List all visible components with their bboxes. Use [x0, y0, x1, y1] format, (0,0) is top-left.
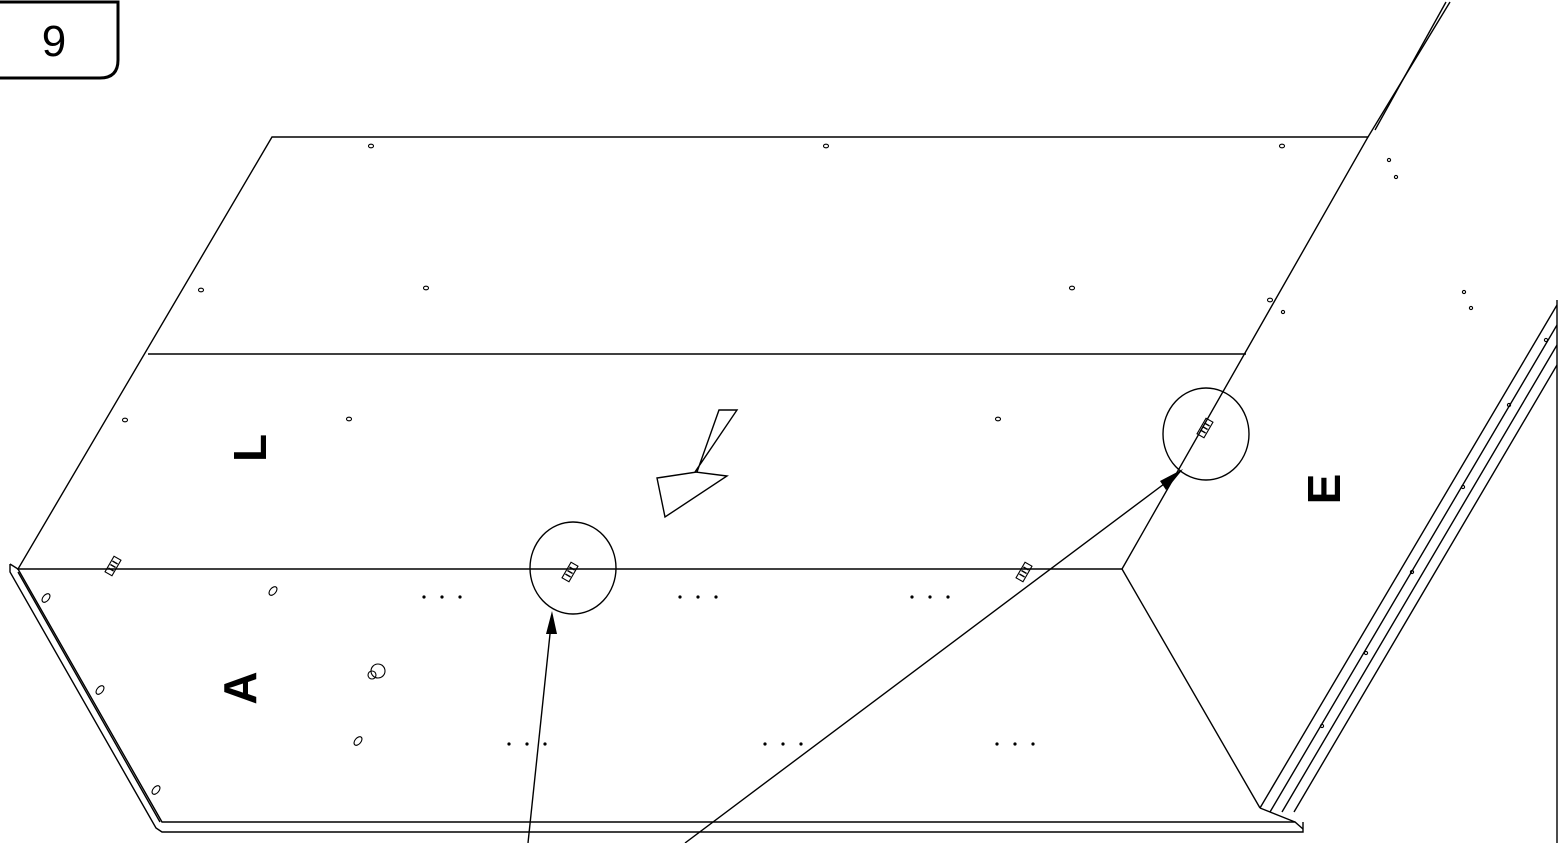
panel-e: [1121, 300, 1558, 843]
small-holes: [121, 143, 1549, 729]
cam-bolts: [104, 417, 1214, 583]
cam-bolt: [561, 561, 579, 583]
direction-arrow: [656, 409, 739, 519]
dowels: [41, 586, 386, 795]
cam-bolt: [1015, 561, 1033, 583]
panel-label-e: E: [1298, 474, 1350, 505]
panel-label-l: L: [224, 434, 276, 462]
panel-label-a: A: [214, 671, 266, 704]
hole-dots: [422, 595, 1035, 746]
pointer-lines: [527, 469, 1183, 843]
detail-circles: [529, 387, 1250, 615]
panel-l: [16, 1, 1451, 570]
step-badge: 9: [0, 0, 120, 80]
step-number: 9: [42, 17, 66, 66]
cam-bolt: [104, 555, 122, 577]
panel-a: [9, 563, 1304, 833]
cam-bolt: [1196, 417, 1214, 439]
